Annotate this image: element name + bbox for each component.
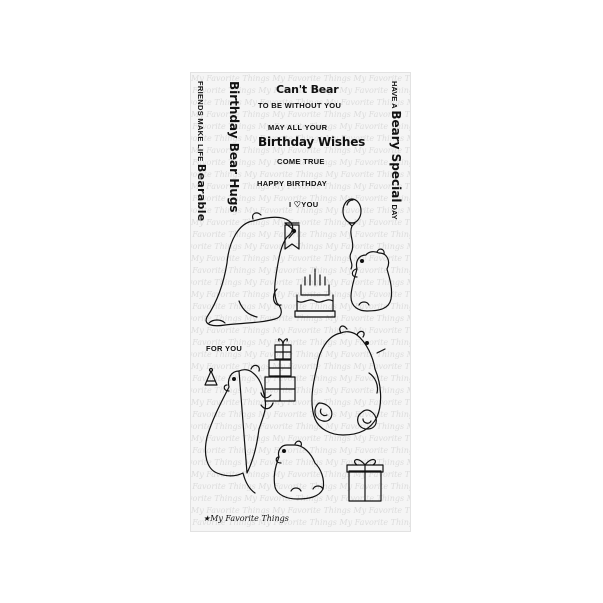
watermark-background: My Favorite Things My Favorite Things My… bbox=[191, 73, 410, 531]
watermark-line: My Favorite Things My Favorite Things My… bbox=[191, 506, 410, 515]
bear-cub-icon bbox=[350, 248, 393, 312]
watermark-line: My Favorite Things My Favorite Things My… bbox=[191, 302, 410, 311]
bear-sitting-icon bbox=[311, 325, 386, 436]
watermark-line: My Favorite Things My Favorite Things My… bbox=[191, 446, 410, 455]
watermark-line: My Favorite Things My Favorite Things My… bbox=[191, 422, 410, 431]
birthday-cake-icon bbox=[294, 268, 336, 318]
brand-logo-text: My Favorite Things bbox=[210, 514, 289, 523]
watermark-line: My Favorite Things My Favorite Things My… bbox=[191, 386, 410, 395]
watermark-line: My Favorite Things My Favorite Things My… bbox=[191, 482, 410, 491]
watermark-line: My Favorite Things My Favorite Things My… bbox=[191, 470, 410, 479]
balloon-icon bbox=[342, 198, 362, 270]
watermark-line: My Favorite Things My Favorite Things My… bbox=[191, 110, 410, 119]
gift-box-icon bbox=[346, 458, 384, 502]
sentiment-happy-birthday: HAPPY BIRTHDAY bbox=[257, 179, 328, 188]
watermark-line: My Favorite Things My Favorite Things My… bbox=[191, 218, 410, 227]
watermark-line: My Favorite Things My Favorite Things My… bbox=[191, 170, 410, 179]
stamp-sheet: My Favorite Things My Favorite Things My… bbox=[190, 72, 411, 532]
watermark-line: My Favorite Things My Favorite Things My… bbox=[191, 98, 410, 107]
party-hat-icon bbox=[204, 367, 218, 386]
watermark-line: My Favorite Things My Favorite Things My… bbox=[191, 254, 410, 263]
brand-logo: ★My Favorite Things bbox=[203, 514, 289, 523]
sentiment-you: YOU bbox=[301, 200, 319, 209]
watermark-line: My Favorite Things My Favorite Things My… bbox=[191, 278, 410, 287]
watermark-line: My Favorite Things My Favorite Things My… bbox=[191, 122, 410, 131]
sentiment-i: I bbox=[289, 200, 292, 209]
watermark-line: My Favorite Things My Favorite Things My… bbox=[191, 410, 410, 419]
watermark-line: My Favorite Things My Favorite Things My… bbox=[191, 146, 410, 155]
watermark-line: My Favorite Things My Favorite Things My… bbox=[191, 362, 410, 371]
sentiment-i-love-you: I ♡YOU bbox=[289, 200, 318, 209]
watermark-line: My Favorite Things My Favorite Things My… bbox=[191, 398, 410, 407]
gift-stack-icon bbox=[264, 338, 296, 402]
sentiment-may-all-your: MAY ALL YOUR bbox=[268, 123, 328, 132]
watermark-line: My Favorite Things My Favorite Things My… bbox=[191, 158, 410, 167]
sentiment-come-true: COME TRUE bbox=[277, 157, 325, 166]
watermark-line: My Favorite Things My Favorite Things My… bbox=[191, 194, 410, 203]
watermark-line: My Favorite Things My Favorite Things My… bbox=[191, 458, 410, 467]
sentiment-to-be-without-you: TO BE WITHOUT YOU bbox=[258, 101, 342, 110]
watermark-line: My Favorite Things My Favorite Things My… bbox=[191, 230, 410, 239]
sentiment-for-you: FOR YOU bbox=[206, 344, 243, 353]
watermark-line: My Favorite Things My Favorite Things My… bbox=[191, 314, 410, 323]
watermark-line: My Favorite Things My Favorite Things My… bbox=[191, 326, 410, 335]
sentiment-cant-bear: Can't Bear bbox=[276, 83, 339, 96]
stamp-artwork bbox=[204, 198, 393, 502]
watermark-line: My Favorite Things My Favorite Things My… bbox=[191, 86, 410, 95]
watermark-line: My Favorite Things My Favorite Things My… bbox=[191, 74, 410, 83]
heart-icon: ♡ bbox=[293, 200, 302, 209]
watermark-line: My Favorite Things My Favorite Things My… bbox=[191, 374, 410, 383]
banner-flag-icon bbox=[284, 222, 300, 250]
watermark-line: My Favorite Things My Favorite Things My… bbox=[191, 134, 410, 143]
watermark-line: My Favorite Things My Favorite Things My… bbox=[191, 518, 410, 527]
watermark-line: My Favorite Things My Favorite Things My… bbox=[191, 266, 410, 275]
watermark-line: My Favorite Things My Favorite Things My… bbox=[191, 242, 410, 251]
watermark-line: My Favorite Things My Favorite Things My… bbox=[191, 182, 410, 191]
bear-cub-icon bbox=[273, 440, 325, 500]
watermark-line: My Favorite Things My Favorite Things My… bbox=[191, 206, 410, 215]
watermark-line: My Favorite Things My Favorite Things My… bbox=[191, 434, 410, 443]
watermark-line: My Favorite Things My Favorite Things My… bbox=[191, 338, 410, 347]
bear-sitting-icon bbox=[205, 212, 297, 327]
watermark-line: My Favorite Things My Favorite Things My… bbox=[191, 350, 410, 359]
sentiment-birthday-wishes: Birthday Wishes bbox=[258, 135, 366, 149]
bear-sitting-icon bbox=[204, 364, 274, 494]
